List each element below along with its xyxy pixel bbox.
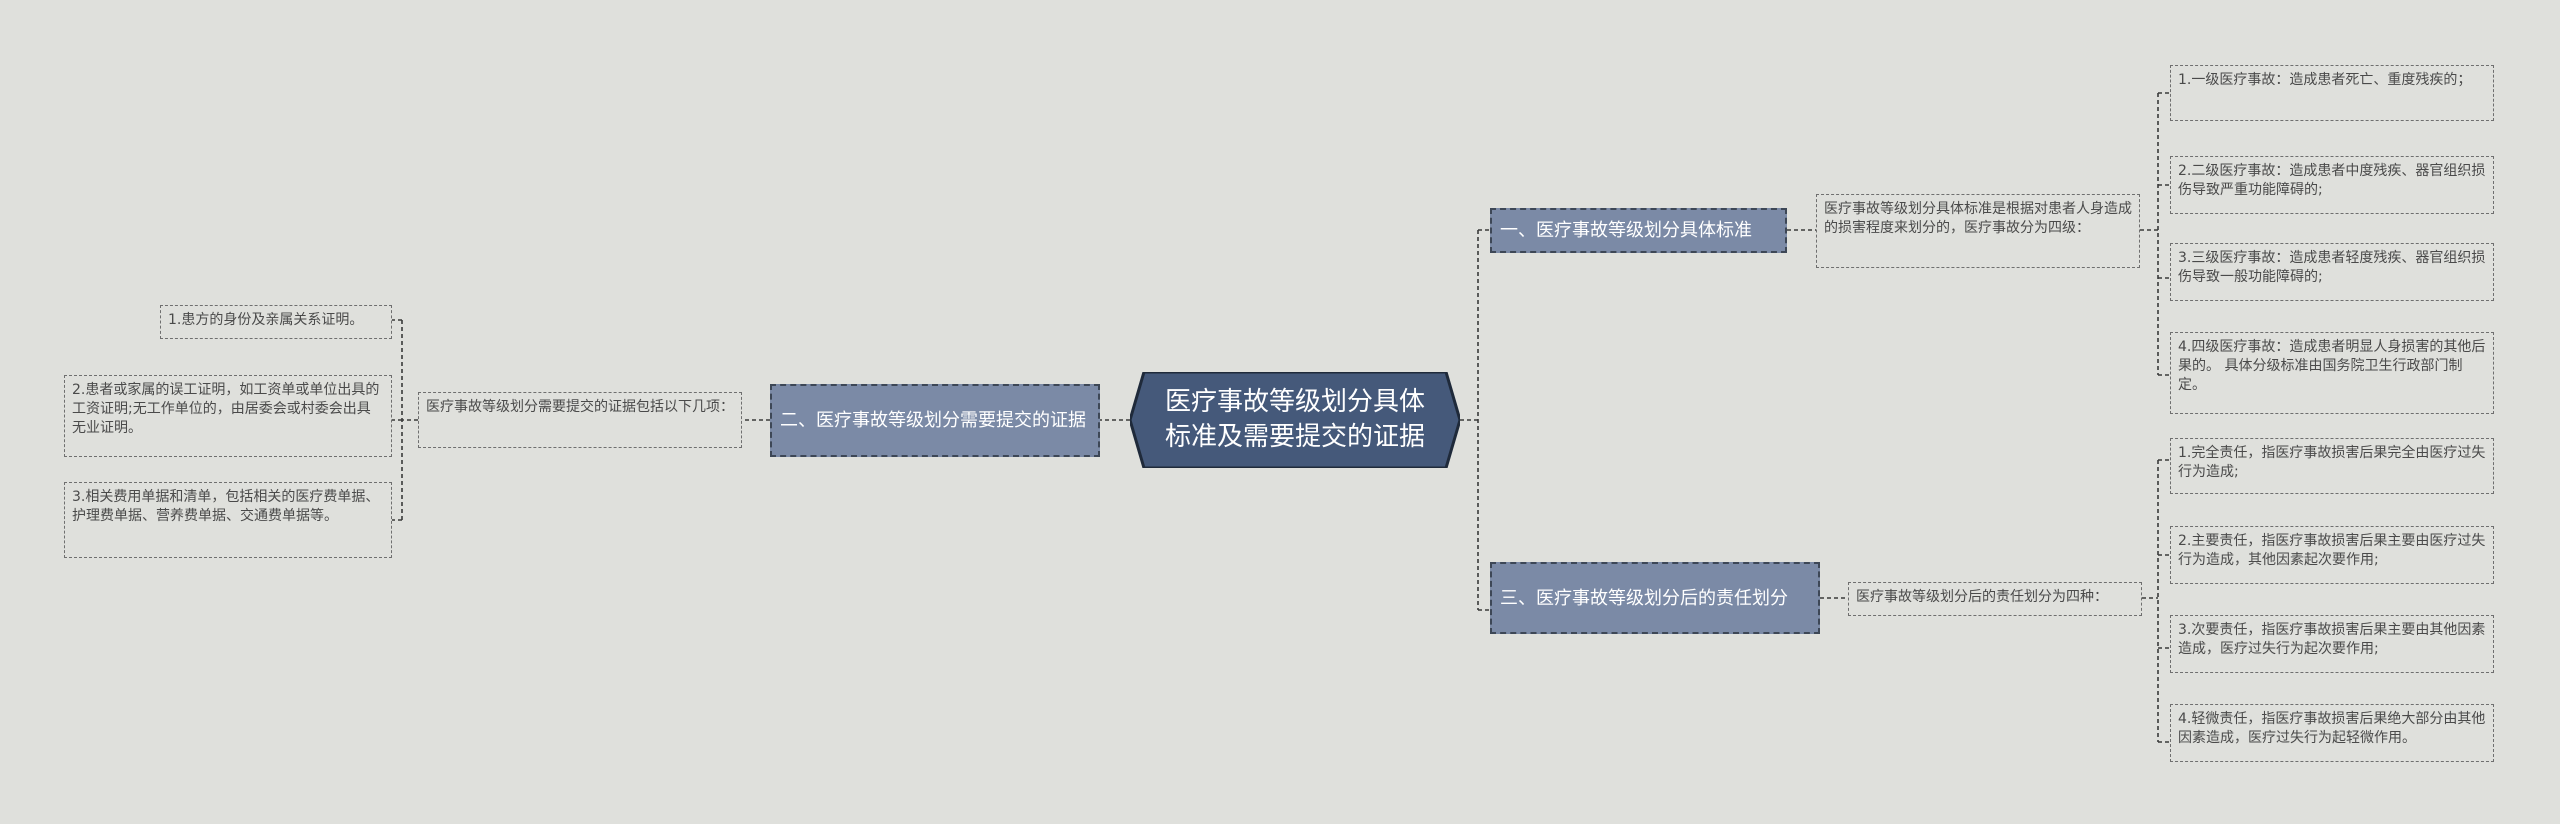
branch-standards-description-text: 医疗事故等级划分具体标准是根据对患者人身造成的损害程度来划分的，医疗事故分为四级… bbox=[1824, 201, 2132, 236]
branch-responsibility-label: 三、医疗事故等级划分后的责任划分 bbox=[1500, 587, 1788, 609]
branch-evidence[interactable]: 二、医疗事故等级划分需要提交的证据 bbox=[770, 384, 1100, 457]
evidence-item-1[interactable]: 1.患方的身份及亲属关系证明。 bbox=[160, 305, 392, 339]
evidence-item-1-text: 1.患方的身份及亲属关系证明。 bbox=[168, 312, 364, 328]
evidence-item-2-text: 2.患者或家属的误工证明，如工资单或单位出具的工资证明;无工作单位的，由居委会或… bbox=[72, 382, 380, 436]
central-topic-label: 医疗事故等级划分具体标准及需要提交的证据 bbox=[1164, 387, 1425, 452]
responsibility-item-2[interactable]: 2.主要责任，指医疗事故损害后果主要由医疗过失行为造成，其他因素起次要作用; bbox=[2170, 526, 2494, 584]
standards-item-3[interactable]: 3.三级医疗事故：造成患者轻度残疾、器官组织损伤导致一般功能障碍的; bbox=[2170, 243, 2494, 301]
responsibility-item-3-text: 3.次要责任，指医疗事故损害后果主要由其他因素造成，医疗过失行为起次要作用; bbox=[2178, 622, 2486, 657]
standards-item-4-text: 4.四级医疗事故：造成患者明显人身损害的其他后果的。 具体分级标准由国务院卫生行… bbox=[2178, 339, 2486, 393]
responsibility-item-1[interactable]: 1.完全责任，指医疗事故损害后果完全由医疗过失行为造成; bbox=[2170, 438, 2494, 494]
central-topic[interactable]: 医疗事故等级划分具体标准及需要提交的证据 bbox=[1130, 372, 1460, 468]
link-desc2-items bbox=[392, 319, 418, 521]
branch-responsibility[interactable]: 三、医疗事故等级划分后的责任划分 bbox=[1490, 562, 1820, 634]
branch-evidence-label: 二、医疗事故等级划分需要提交的证据 bbox=[780, 410, 1086, 431]
standards-item-1[interactable]: 1.一级医疗事故：造成患者死亡、重度残疾的； bbox=[2170, 65, 2494, 121]
standards-item-2[interactable]: 2.二级医疗事故：造成患者中度残疾、器官组织损伤导致严重功能障碍的; bbox=[2170, 156, 2494, 214]
central-topic-hexagon bbox=[1130, 372, 1460, 468]
responsibility-item-4-text: 4.轻微责任，指医疗事故损害后果绝大部分由其他因素造成，医疗过失行为起轻微作用。 bbox=[2178, 711, 2486, 746]
standards-item-1-text: 1.一级医疗事故：造成患者死亡、重度残疾的； bbox=[2178, 72, 2472, 88]
branch-responsibility-description-text: 医疗事故等级划分后的责任划分为四种： bbox=[1856, 589, 2108, 605]
branch-standards-description[interactable]: 医疗事故等级划分具体标准是根据对患者人身造成的损害程度来划分的，医疗事故分为四级… bbox=[1816, 194, 2140, 268]
link-desc1-items bbox=[2140, 92, 2170, 376]
standards-item-3-text: 3.三级医疗事故：造成患者轻度残疾、器官组织损伤导致一般功能障碍的; bbox=[2178, 250, 2486, 285]
branch-evidence-description[interactable]: 医疗事故等级划分需要提交的证据包括以下几项： bbox=[418, 392, 742, 448]
responsibility-item-1-text: 1.完全责任，指医疗事故损害后果完全由医疗过失行为造成; bbox=[2178, 445, 2486, 480]
evidence-item-2[interactable]: 2.患者或家属的误工证明，如工资单或单位出具的工资证明;无工作单位的，由居委会或… bbox=[64, 375, 392, 457]
responsibility-item-3[interactable]: 3.次要责任，指医疗事故损害后果主要由其他因素造成，医疗过失行为起次要作用; bbox=[2170, 615, 2494, 673]
responsibility-item-2-text: 2.主要责任，指医疗事故损害后果主要由医疗过失行为造成，其他因素起次要作用; bbox=[2178, 533, 2486, 568]
evidence-item-3[interactable]: 3.相关费用单据和清单，包括相关的医疗费单据、护理费单据、营养费单据、交通费单据… bbox=[64, 482, 392, 558]
link-desc3-items bbox=[2142, 459, 2170, 743]
standards-item-2-text: 2.二级医疗事故：造成患者中度残疾、器官组织损伤导致严重功能障碍的; bbox=[2178, 163, 2486, 198]
responsibility-item-4[interactable]: 4.轻微责任，指医疗事故损害后果绝大部分由其他因素造成，医疗过失行为起轻微作用。 bbox=[2170, 704, 2494, 762]
branch-responsibility-description[interactable]: 医疗事故等级划分后的责任划分为四种： bbox=[1848, 582, 2142, 616]
branch-standards[interactable]: 一、医疗事故等级划分具体标准 bbox=[1490, 208, 1787, 253]
link-root-right bbox=[1460, 229, 1490, 611]
branch-standards-label: 一、医疗事故等级划分具体标准 bbox=[1500, 220, 1752, 241]
branch-evidence-description-text: 医疗事故等级划分需要提交的证据包括以下几项： bbox=[426, 399, 734, 415]
evidence-item-3-text: 3.相关费用单据和清单，包括相关的医疗费单据、护理费单据、营养费单据、交通费单据… bbox=[72, 489, 380, 524]
standards-item-4[interactable]: 4.四级医疗事故：造成患者明显人身损害的其他后果的。 具体分级标准由国务院卫生行… bbox=[2170, 332, 2494, 414]
central-topic-shape bbox=[1130, 372, 1460, 468]
